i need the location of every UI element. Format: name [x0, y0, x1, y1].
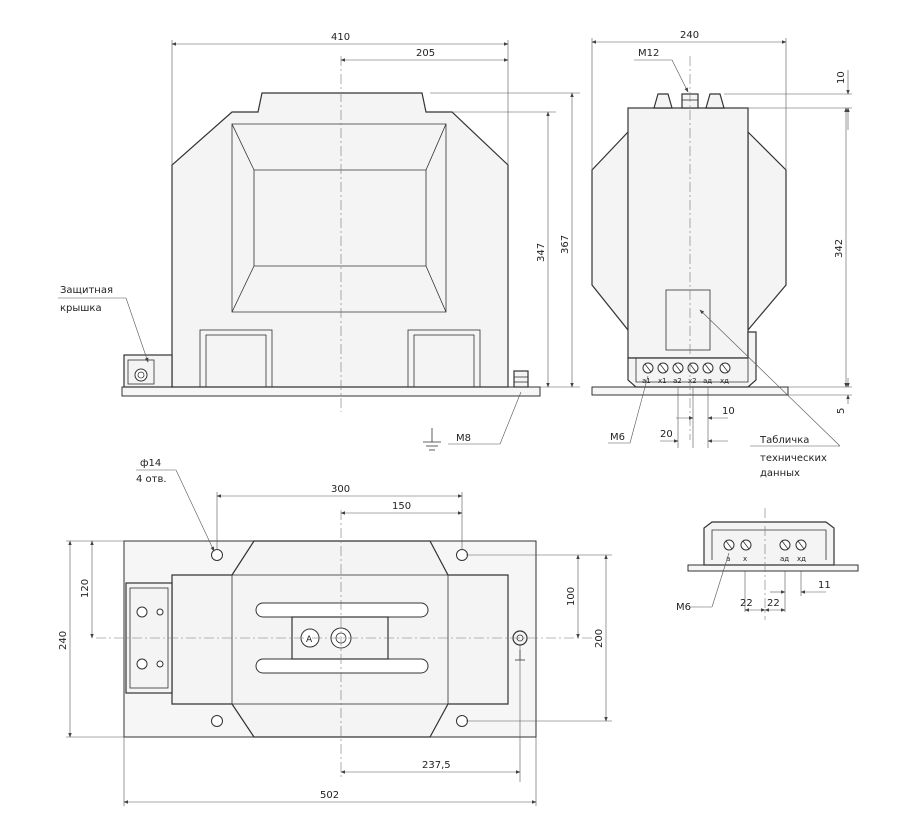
side-view: a1 x1 a2 x2 aд xд 240 M12 10 342 5 1 — [591, 30, 852, 479]
dim-240-plan: 240 — [58, 631, 69, 650]
terminal-label: x2 — [688, 377, 697, 385]
mounting-hole — [211, 549, 223, 561]
dim-10-terminal: 10 — [722, 406, 735, 417]
dim-20-terminal: 20 — [660, 429, 673, 440]
detail-terminal-label: xд — [797, 555, 806, 563]
dim-205: 205 — [416, 48, 435, 59]
plan-slot-bottom — [255, 658, 429, 674]
label-plate-2: технических — [760, 453, 827, 464]
dim-300: 300 — [331, 484, 350, 495]
terminal-label: x1 — [658, 377, 667, 385]
label-plate-1: Табличка — [759, 435, 809, 446]
dim-237-5: 237,5 — [422, 760, 451, 771]
dim-347: 347 — [536, 243, 547, 262]
mounting-hole — [211, 715, 223, 727]
dim-240-side: 240 — [680, 30, 699, 41]
front-view: 410 205 347 367 Защитная крышка M8 — [58, 32, 580, 451]
dim-5-side: 5 — [836, 408, 847, 414]
detail-terminal-label: a — [726, 555, 730, 563]
dim-11-detail: 11 — [818, 580, 831, 591]
side-top-cap — [653, 93, 673, 109]
detail-view: a x aд xд 11 22 22 M6 — [676, 508, 859, 620]
dim-200: 200 — [594, 629, 605, 648]
label-plate-3: данных — [760, 468, 800, 479]
detail-terminal-label: x — [743, 555, 747, 563]
dim-10-side: 10 — [836, 71, 847, 84]
label-hole-d: ф14 — [140, 458, 161, 469]
plan-mark: A — [306, 635, 313, 645]
mounting-hole — [456, 715, 468, 727]
front-housing — [171, 92, 509, 388]
detail-terminal-box — [703, 521, 835, 566]
dim-100: 100 — [566, 587, 577, 606]
side-housing — [627, 107, 749, 359]
dim-22b-detail: 22 — [767, 598, 780, 609]
terminal-label: a2 — [673, 377, 682, 385]
plan-view: A 300 150 240 120 100 200 237,5 — [58, 458, 612, 806]
detail-terminal-label: aд — [780, 555, 789, 563]
dim-367: 367 — [560, 235, 571, 254]
plan-slot-top — [255, 602, 429, 618]
ground-bolt — [513, 370, 529, 388]
label-cover-2: крышка — [60, 303, 102, 314]
terminal-label: xд — [720, 377, 729, 385]
label-m6-detail: M6 — [676, 602, 691, 613]
side-left-wing — [591, 130, 629, 332]
mounting-hole — [456, 549, 468, 561]
dim-22a-detail: 22 — [740, 598, 753, 609]
ground-icon — [423, 428, 441, 451]
label-m12: M12 — [638, 48, 659, 59]
dim-410: 410 — [331, 32, 350, 43]
dim-502: 502 — [320, 790, 339, 801]
dim-150: 150 — [392, 501, 411, 512]
detail-terminals: a x aд xд — [723, 539, 807, 563]
label-m8: M8 — [456, 433, 471, 444]
front-base-plate — [121, 386, 541, 397]
dim-120: 120 — [80, 579, 91, 598]
dim-342: 342 — [834, 239, 845, 258]
terminal-label: aд — [703, 377, 712, 385]
label-hole-n: 4 отв. — [136, 474, 167, 485]
label-m6-side: M6 — [610, 432, 625, 443]
label-cover-1: Защитная — [60, 285, 113, 296]
side-right-wing — [747, 130, 787, 332]
